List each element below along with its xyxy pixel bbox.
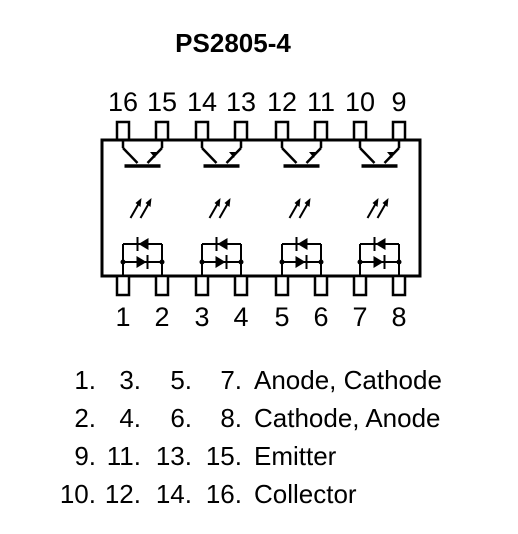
- pin-label-top: 14: [187, 87, 217, 117]
- light-arrows: [288, 198, 311, 219]
- channels: [120, 140, 402, 276]
- legend-pin-function: Anode, Cathode: [254, 365, 442, 395]
- legend-row: 2. 4. 6. 8. Cathode, Anode: [74, 403, 440, 433]
- pin-lead-bottom: [352, 274, 368, 297]
- light-arrows: [366, 198, 389, 219]
- pin-label-bottom: 1: [115, 302, 130, 332]
- phototransistor: [121, 140, 164, 168]
- legend-pin-function: Cathode, Anode: [254, 403, 441, 433]
- legend-pin-number: 16.: [206, 479, 242, 509]
- legend-pin-number: 12.: [105, 479, 141, 509]
- phototransistor: [358, 140, 401, 168]
- pin-label-top: 12: [267, 87, 297, 117]
- pin-function-legend: 1. 3. 5. 7. Anode, Cathode 2. 4. 6. 8. Cathode, A…: [60, 365, 442, 509]
- pin-label-bottom: 4: [233, 302, 248, 332]
- ic-package-body: [100, 138, 422, 278]
- channel-1: [120, 140, 165, 276]
- pin-label-bottom: 2: [154, 302, 169, 332]
- pin-lead-bottom: [274, 274, 290, 297]
- legend-pin-number: 14.: [156, 479, 192, 509]
- legend-pin-number: 1.: [74, 365, 96, 395]
- legend-pin-number: 9.: [74, 441, 96, 471]
- pin-lead-top: [194, 120, 210, 142]
- top-pin-labels: 16 15 14 13 12 11 10 9: [108, 87, 407, 117]
- channel-3: [279, 140, 324, 276]
- pin-lead-bottom: [115, 274, 131, 297]
- legend-pin-number: 10.: [60, 479, 96, 509]
- legend-pin-number: 6.: [170, 403, 192, 433]
- legend-pin-number: 3.: [119, 365, 141, 395]
- pin-label-top: 9: [391, 87, 406, 117]
- pin-lead-bottom: [391, 274, 407, 297]
- legend-row: 1. 3. 5. 7. Anode, Cathode: [74, 365, 442, 395]
- pin-label-bottom: 7: [352, 302, 367, 332]
- part-number-title: PS2805-4: [175, 28, 291, 58]
- pin-label-bottom: 8: [391, 302, 406, 332]
- phototransistor: [200, 140, 243, 168]
- pin-label-top: 10: [345, 87, 375, 117]
- legend-pin-function: Emitter: [254, 441, 337, 471]
- led-pair: [279, 237, 324, 276]
- channel-2: [199, 140, 244, 276]
- pin-label-bottom: 5: [274, 302, 289, 332]
- pin-lead-top: [154, 120, 170, 142]
- pin-lead-top: [391, 120, 407, 142]
- pin-lead-bottom: [313, 274, 329, 297]
- pin-lead-top: [313, 120, 329, 142]
- legend-pin-number: 5.: [170, 365, 192, 395]
- legend-pin-function: Collector: [254, 479, 357, 509]
- bottom-pins: [115, 274, 407, 297]
- pin-lead-top: [115, 120, 131, 142]
- legend-pin-number: 4.: [119, 403, 141, 433]
- legend-row: 10. 12. 14. 16. Collector: [60, 479, 357, 509]
- pin-lead-bottom: [233, 274, 249, 297]
- pin-label-top: 15: [147, 87, 177, 117]
- led-pair: [199, 237, 244, 276]
- legend-pin-number: 15.: [206, 441, 242, 471]
- pin-lead-top: [233, 120, 249, 142]
- pin-label-top: 11: [307, 87, 335, 117]
- legend-pin-number: 11.: [107, 441, 141, 471]
- pin-label-top: 13: [226, 87, 256, 117]
- pin-label-bottom: 3: [194, 302, 209, 332]
- pin-label-top: 16: [108, 87, 138, 117]
- channel-4: [357, 140, 402, 276]
- legend-pin-number: 7.: [220, 365, 242, 395]
- top-pins: [115, 120, 407, 142]
- light-arrows: [129, 198, 152, 219]
- legend-pin-number: 2.: [74, 403, 96, 433]
- pin-label-bottom: 6: [313, 302, 328, 332]
- pin-lead-bottom: [194, 274, 210, 297]
- legend-pin-number: 8.: [220, 403, 242, 433]
- phototransistor: [280, 140, 323, 168]
- light-arrows: [208, 198, 231, 219]
- pin-lead-top: [274, 120, 290, 142]
- legend-pin-number: 13.: [156, 441, 192, 471]
- led-pair: [120, 237, 165, 276]
- led-pair: [357, 237, 402, 276]
- legend-row: 9. 11. 13. 15. Emitter: [74, 441, 336, 471]
- pin-lead-bottom: [154, 274, 170, 297]
- pin-lead-top: [352, 120, 368, 142]
